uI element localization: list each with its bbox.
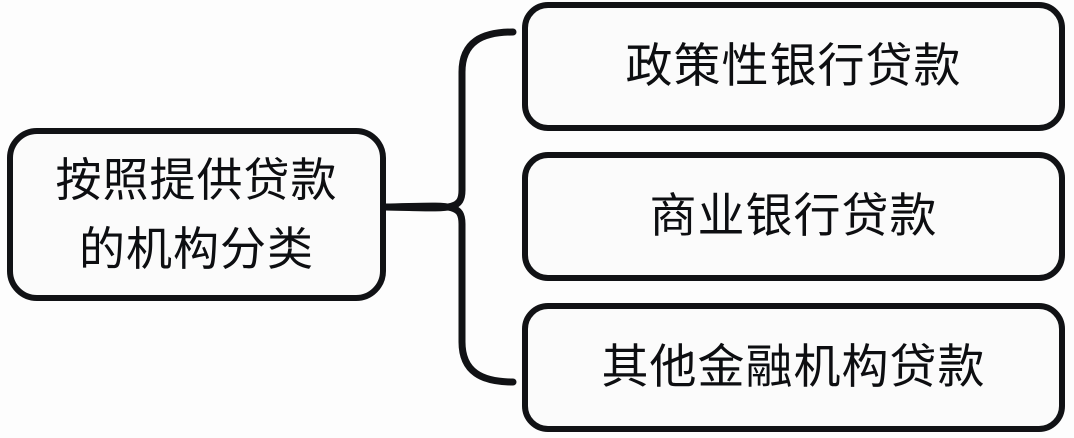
branch-node-label: 商业银行贷款 xyxy=(649,188,938,244)
branch-node-commercial-bank-loan[interactable]: 商业银行贷款 xyxy=(522,152,1065,281)
branch-node-other-financial-institution-loan[interactable]: 其他金融机构贷款 xyxy=(522,303,1065,432)
root-node[interactable]: 按照提供贷款 的机构分类 xyxy=(7,128,386,301)
brace-connector-icon xyxy=(381,28,517,386)
root-node-line-2: 的机构分类 xyxy=(79,221,314,276)
branch-node-policy-bank-loan[interactable]: 政策性银行贷款 xyxy=(522,2,1065,131)
root-node-line-1: 按照提供贷款 xyxy=(55,153,338,208)
branch-node-label: 政策性银行贷款 xyxy=(625,38,962,94)
branch-node-label: 其他金融机构贷款 xyxy=(601,339,986,395)
